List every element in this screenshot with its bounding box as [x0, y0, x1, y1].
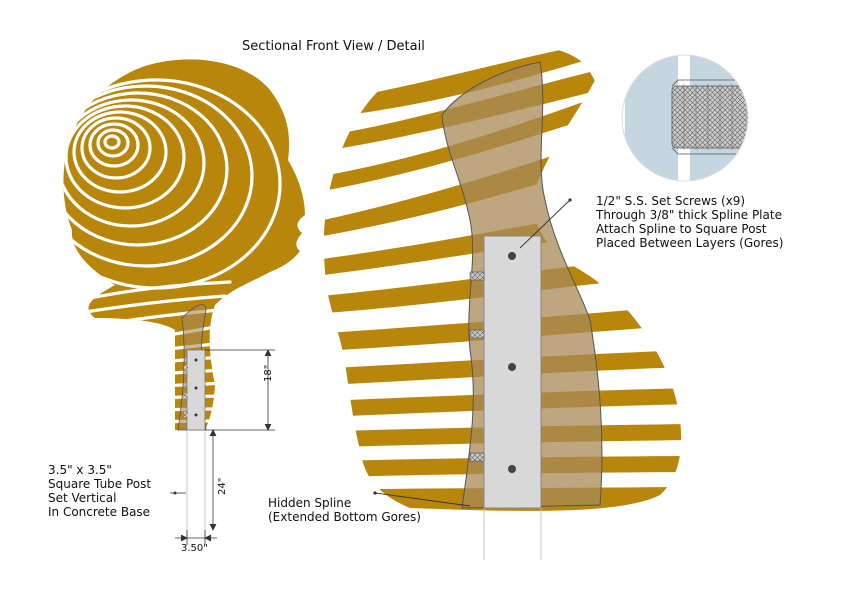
- spline-label: Hidden Spline (Extended Bottom Gores): [268, 496, 421, 524]
- post-label: 3.5" x 3.5" Square Tube Post Set Vertica…: [48, 463, 151, 519]
- dimension-24-label: 24": [217, 477, 228, 495]
- set-screw: [508, 363, 516, 371]
- screw-detail: [621, 54, 749, 182]
- set-screw-enlarged: [671, 79, 748, 155]
- post-label-line: In Concrete Base: [48, 505, 151, 519]
- dimension-350-label: 3.50": [181, 543, 208, 554]
- screw-label: 1/2" S.S. Set Screws (x9) Through 3/8" t…: [596, 194, 784, 250]
- spline-label-line: (Extended Bottom Gores): [268, 510, 421, 524]
- screw-leader: [519, 198, 572, 249]
- post-label-line: 3.5" x 3.5": [48, 463, 112, 477]
- set-screw: [508, 465, 516, 473]
- small-set-screw: [194, 386, 198, 390]
- dimension-18-label: 18": [263, 364, 274, 382]
- small-set-screw: [194, 358, 198, 362]
- screw-label-line: 1/2" S.S. Set Screws (x9): [596, 194, 746, 208]
- page-title: Sectional Front View / Detail: [242, 39, 425, 54]
- post-label-line: Set Vertical: [48, 491, 117, 505]
- small-set-screw: [194, 413, 198, 417]
- dimension-350: [175, 530, 217, 545]
- spline-leader: [373, 491, 471, 507]
- set-screw: [508, 252, 516, 260]
- screw-label-line: Placed Between Layers (Gores): [596, 236, 784, 250]
- screw-label-line: Through 3/8" thick Spline Plate: [596, 208, 782, 222]
- spline-label-line: Hidden Spline: [268, 496, 352, 510]
- screw-label-line: Attach Spline to Square Post: [596, 222, 767, 236]
- detail-circle-outline: [621, 54, 749, 182]
- post-label-line: Square Tube Post: [48, 477, 152, 491]
- square-post: [483, 235, 542, 509]
- small-square-post: [186, 349, 206, 431]
- post-leader: [170, 491, 186, 495]
- dimension-24: [209, 429, 217, 531]
- dimension-18: [205, 349, 275, 431]
